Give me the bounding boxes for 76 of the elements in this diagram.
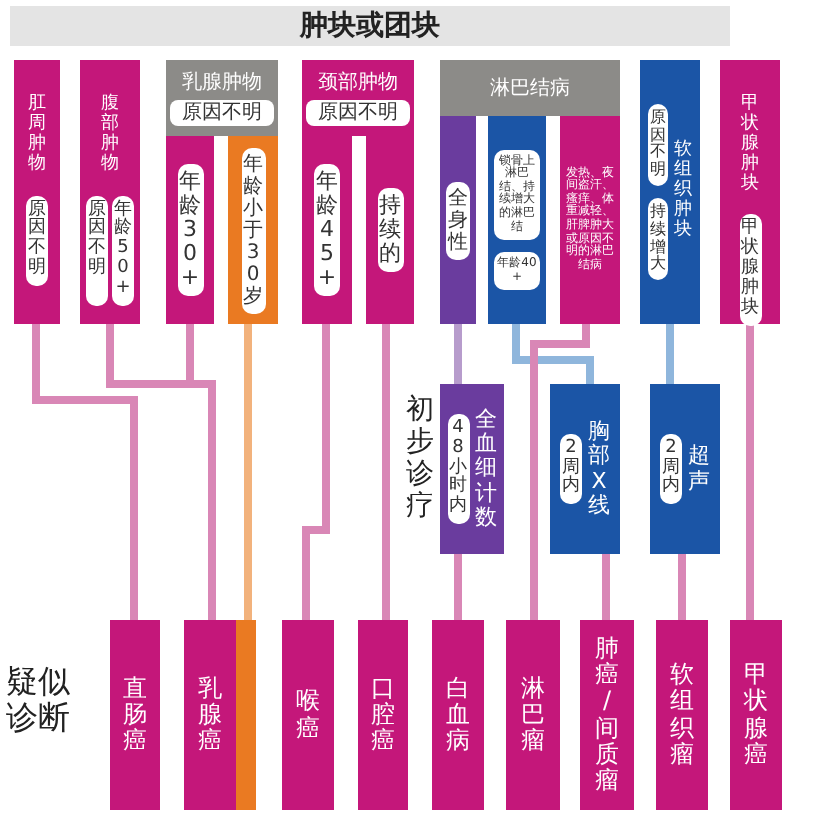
- connector-line: [32, 324, 138, 620]
- diagnosis-label: 白血病: [446, 675, 470, 755]
- header-label: 乳腺肿物: [182, 71, 262, 93]
- diagnosis-box: [282, 620, 334, 810]
- tag: 原因不明: [170, 99, 274, 125]
- category-column: [720, 60, 780, 324]
- diagnosis-label: 直肠癌: [123, 675, 147, 755]
- tag: 原因不明: [26, 195, 48, 287]
- diagnosis-box: [110, 620, 160, 810]
- diagnosis-label: 淋巴瘤: [521, 675, 545, 755]
- category-column: [560, 116, 620, 324]
- diagnosis-box: [432, 620, 484, 810]
- column-label: 肛周肿物: [28, 96, 46, 176]
- tag: 2周内: [560, 433, 582, 505]
- diagnosis-label: 乳腺癌: [198, 675, 222, 755]
- tag: 年龄50+: [112, 195, 134, 307]
- test-box: [640, 60, 700, 324]
- tag: 全身性: [446, 181, 470, 259]
- category-column: [80, 60, 140, 324]
- tag: 原因不明: [86, 195, 108, 307]
- diagnosis-label: 口腔癌: [371, 675, 395, 755]
- side-label: 初步诊疗: [406, 394, 434, 523]
- category-column: [302, 136, 352, 324]
- connector-line: [666, 324, 674, 384]
- header-box: [166, 60, 278, 136]
- category-column: [440, 116, 476, 324]
- column-label: 超声: [688, 444, 710, 494]
- tag: 2周内: [660, 433, 682, 505]
- connector-line: [302, 324, 330, 620]
- header-box: [440, 60, 620, 116]
- diagnosis-box: [358, 620, 408, 810]
- diagnosis-box: [730, 620, 782, 810]
- column-label: 甲状腺肿块: [741, 96, 759, 195]
- connector-line: [746, 324, 754, 620]
- test-box: [650, 384, 720, 554]
- category-column: [166, 136, 214, 324]
- diagnosis-label: 喉癌: [296, 688, 320, 742]
- diagnosis-box: [580, 620, 634, 810]
- header-box: [302, 60, 414, 136]
- category-column: [228, 136, 278, 324]
- diagnosis-box: [506, 620, 560, 810]
- header-label: 淋巴结病: [490, 77, 570, 99]
- connector-line: [454, 554, 462, 620]
- tag: 原因不明: [306, 99, 410, 125]
- tag: 原因不明: [648, 103, 668, 186]
- connector-line: [454, 324, 462, 384]
- header-label: 颈部肿物: [318, 71, 398, 93]
- test-box: [550, 384, 620, 554]
- diagnosis-label: 甲状腺癌: [744, 662, 768, 768]
- column-label: 胸部X线: [588, 420, 610, 518]
- column-label: 软组织肿块: [674, 142, 692, 242]
- connector-line: [382, 324, 390, 620]
- diagnosis-label: 软组织瘤: [670, 662, 694, 768]
- tag: 持续的: [377, 187, 403, 273]
- category-column: [366, 136, 414, 324]
- category-column: [14, 60, 60, 324]
- connector-line: [244, 324, 252, 620]
- test-box: [440, 384, 504, 554]
- connector-line: [530, 324, 590, 620]
- tag: 年龄小于30岁: [241, 147, 265, 313]
- category-column: [488, 116, 546, 324]
- title: 肿块或团块: [300, 8, 440, 44]
- diagnosis-label: 肺癌/间质瘤: [595, 635, 619, 795]
- diagnosis-box: [184, 620, 256, 810]
- column-label: 全血细计数: [475, 408, 497, 530]
- column-label: 腹部肿物: [101, 96, 119, 176]
- connector-line: [602, 554, 610, 620]
- tag: 年龄30+: [177, 163, 203, 297]
- connector-line: [512, 324, 594, 384]
- diagnosis-box: [656, 620, 708, 810]
- tag: 年龄45+: [314, 163, 340, 297]
- tag: 持续增大: [648, 198, 668, 281]
- connector-line: [678, 554, 686, 620]
- side-label: 疑似诊断: [6, 664, 72, 738]
- tag: 48小时内: [447, 413, 469, 525]
- tag: 甲状腺肿块: [739, 214, 761, 326]
